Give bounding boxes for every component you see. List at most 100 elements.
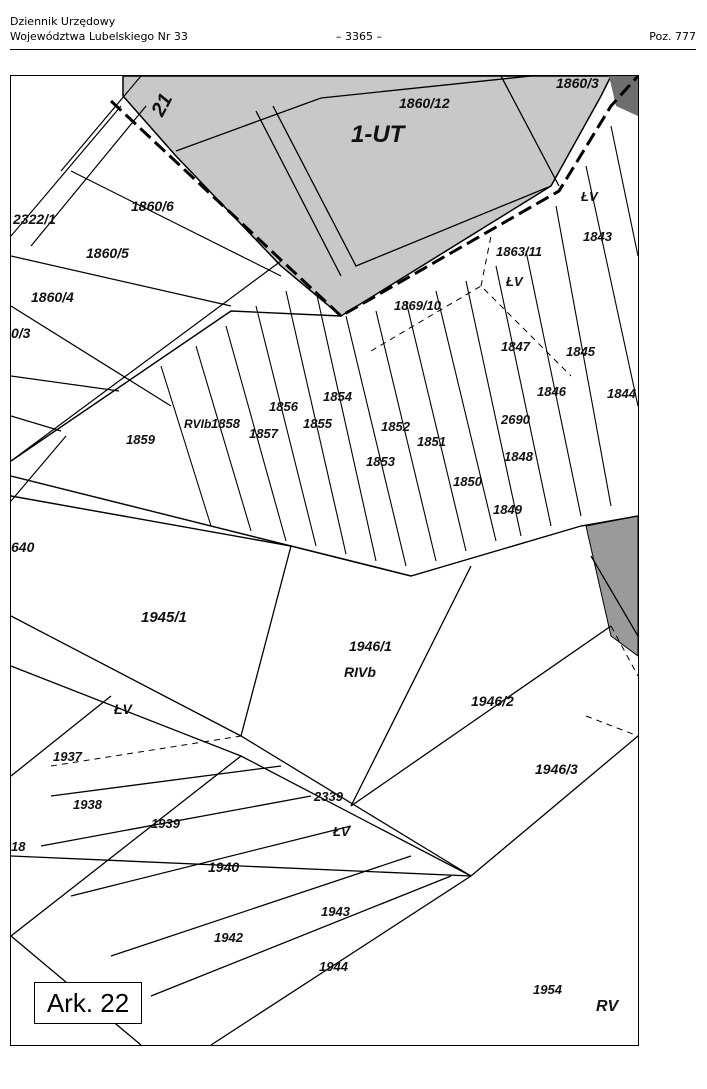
class-label: ŁV: [332, 824, 351, 839]
parcel-label: 1855: [303, 416, 333, 431]
main-road-edge: [11, 495, 412, 577]
parcel-label: 0/3: [11, 325, 31, 341]
parcel-line: [11, 305, 172, 407]
parcel-boundary: [590, 555, 638, 637]
road-edge: [60, 76, 142, 172]
page-number: – 3365 –: [336, 30, 382, 43]
parcel-label: 1860/4: [31, 289, 74, 305]
parcel-label: 2339: [313, 789, 344, 804]
journal-title-line1: Dziennik Urzędowy: [10, 15, 116, 28]
strip-line: [255, 305, 317, 547]
parcel-label: 1852: [381, 419, 411, 434]
parcel-label: 1944: [319, 959, 349, 974]
parcel-label: 1860/3: [556, 76, 599, 91]
parcel-boundary: [110, 855, 412, 957]
sheet-label: Ark. 22: [34, 982, 142, 1024]
parcel-boundary: [470, 735, 638, 877]
parcel-label: 1860/6: [131, 198, 174, 214]
parcel-label: 1847: [501, 339, 531, 354]
parcel-label: 1946/2: [471, 693, 514, 709]
strip-line: [525, 250, 582, 517]
zone-label: 1-UT: [351, 121, 407, 148]
cadastral-map: 1-UT 21 1860/12 1860/3 2322/1 1860/6 186…: [10, 75, 639, 1046]
parcel-label: 2690: [500, 412, 531, 427]
page-header: Dziennik Urzędowy Województwa Lubelskieg…: [10, 14, 696, 50]
road-edge: [11, 105, 122, 237]
class-boundary: [480, 235, 492, 287]
parcel-boundary: [40, 795, 312, 847]
parcel-label: 1954: [533, 982, 563, 997]
strip-line: [495, 265, 552, 527]
parcel-boundary: [150, 875, 452, 997]
parcel-boundary: [70, 825, 352, 897]
parcel-label: 640: [11, 539, 35, 555]
parcel-label: 1849: [493, 502, 523, 517]
dark-right-area: [585, 515, 638, 657]
zone-inner-line: [255, 110, 342, 277]
strip-line: [435, 290, 497, 542]
header-rule: [10, 49, 696, 50]
strip-line: [195, 345, 252, 532]
parcel-boundary: [240, 545, 292, 737]
parcel-label: 1945/1: [141, 609, 187, 626]
parcel-line: [11, 435, 67, 502]
parcel-label: 1938: [73, 797, 103, 812]
parcel-label: 1858: [211, 416, 241, 431]
strip-line: [285, 290, 347, 555]
parcel-label: 1857: [249, 426, 279, 441]
strip-line: [225, 325, 287, 542]
parcel-boundary: [11, 755, 242, 937]
zone-inner-line: [500, 76, 560, 187]
journal-title: Dziennik Urzędowy Województwa Lubelskieg…: [10, 14, 188, 44]
parcel-boundary: [50, 765, 282, 797]
parcel-label: 1937: [53, 749, 83, 764]
class-label: ŁV: [580, 189, 599, 204]
strip-line: [405, 300, 467, 552]
parcel-label: 1854: [323, 389, 353, 404]
strip-line: [585, 165, 638, 407]
parcel-boundary: [350, 565, 472, 807]
journal-title-line2: Województwa Lubelskiego Nr 33: [10, 30, 188, 43]
parcel-line: [11, 375, 120, 392]
strip-line: [375, 310, 437, 562]
parcel-label: 1846: [537, 384, 567, 399]
parcel-line: [11, 415, 62, 432]
parcel-boundary: [11, 695, 112, 777]
class-label: RIVb: [344, 664, 376, 680]
zone-1ut-area: [122, 76, 612, 317]
parcel-label: 1850: [453, 474, 483, 489]
class-label: RVIb: [184, 417, 211, 431]
class-boundary: [585, 715, 638, 737]
parcel-label: 1845: [566, 344, 596, 359]
parcel-label: 1946/1: [349, 638, 392, 654]
zone-inner-line: [175, 76, 532, 152]
parcel-label: 1863/11: [496, 244, 542, 259]
parcel-line: [11, 255, 232, 307]
class-label: ŁV: [113, 701, 134, 717]
class-label: RV: [596, 998, 620, 1015]
class-boundary: [370, 285, 572, 377]
parcel-boundary: [11, 615, 472, 877]
parcel-label: 1844: [607, 386, 637, 401]
strip-line: [315, 290, 377, 562]
main-road-edge: [11, 310, 342, 462]
parcel-label: 1848: [504, 449, 534, 464]
map-drawing: 1-UT 21 1860/12 1860/3 2322/1 1860/6 186…: [11, 76, 638, 1045]
road-edge: [30, 105, 147, 247]
parcel-label: 2322/1: [12, 211, 56, 227]
parcel-label: 1869/10: [394, 298, 442, 313]
parcel-label: 1859: [126, 432, 156, 447]
parcel-boundary: [350, 625, 612, 807]
dashed-boundary: [109, 76, 638, 318]
parcel-label: 1942: [214, 930, 244, 945]
parcel-label: 1940: [208, 859, 239, 875]
parcel-boundary: [210, 875, 472, 1045]
class-boundary: [610, 625, 638, 677]
parcel-line: [11, 260, 282, 462]
parcel-label: 1856: [269, 399, 299, 414]
parcel-label: 1939: [151, 816, 181, 831]
parcel-label: 1851: [417, 434, 446, 449]
parcel-line: [70, 170, 282, 277]
strip-line: [610, 125, 638, 257]
strip-line: [465, 280, 522, 537]
